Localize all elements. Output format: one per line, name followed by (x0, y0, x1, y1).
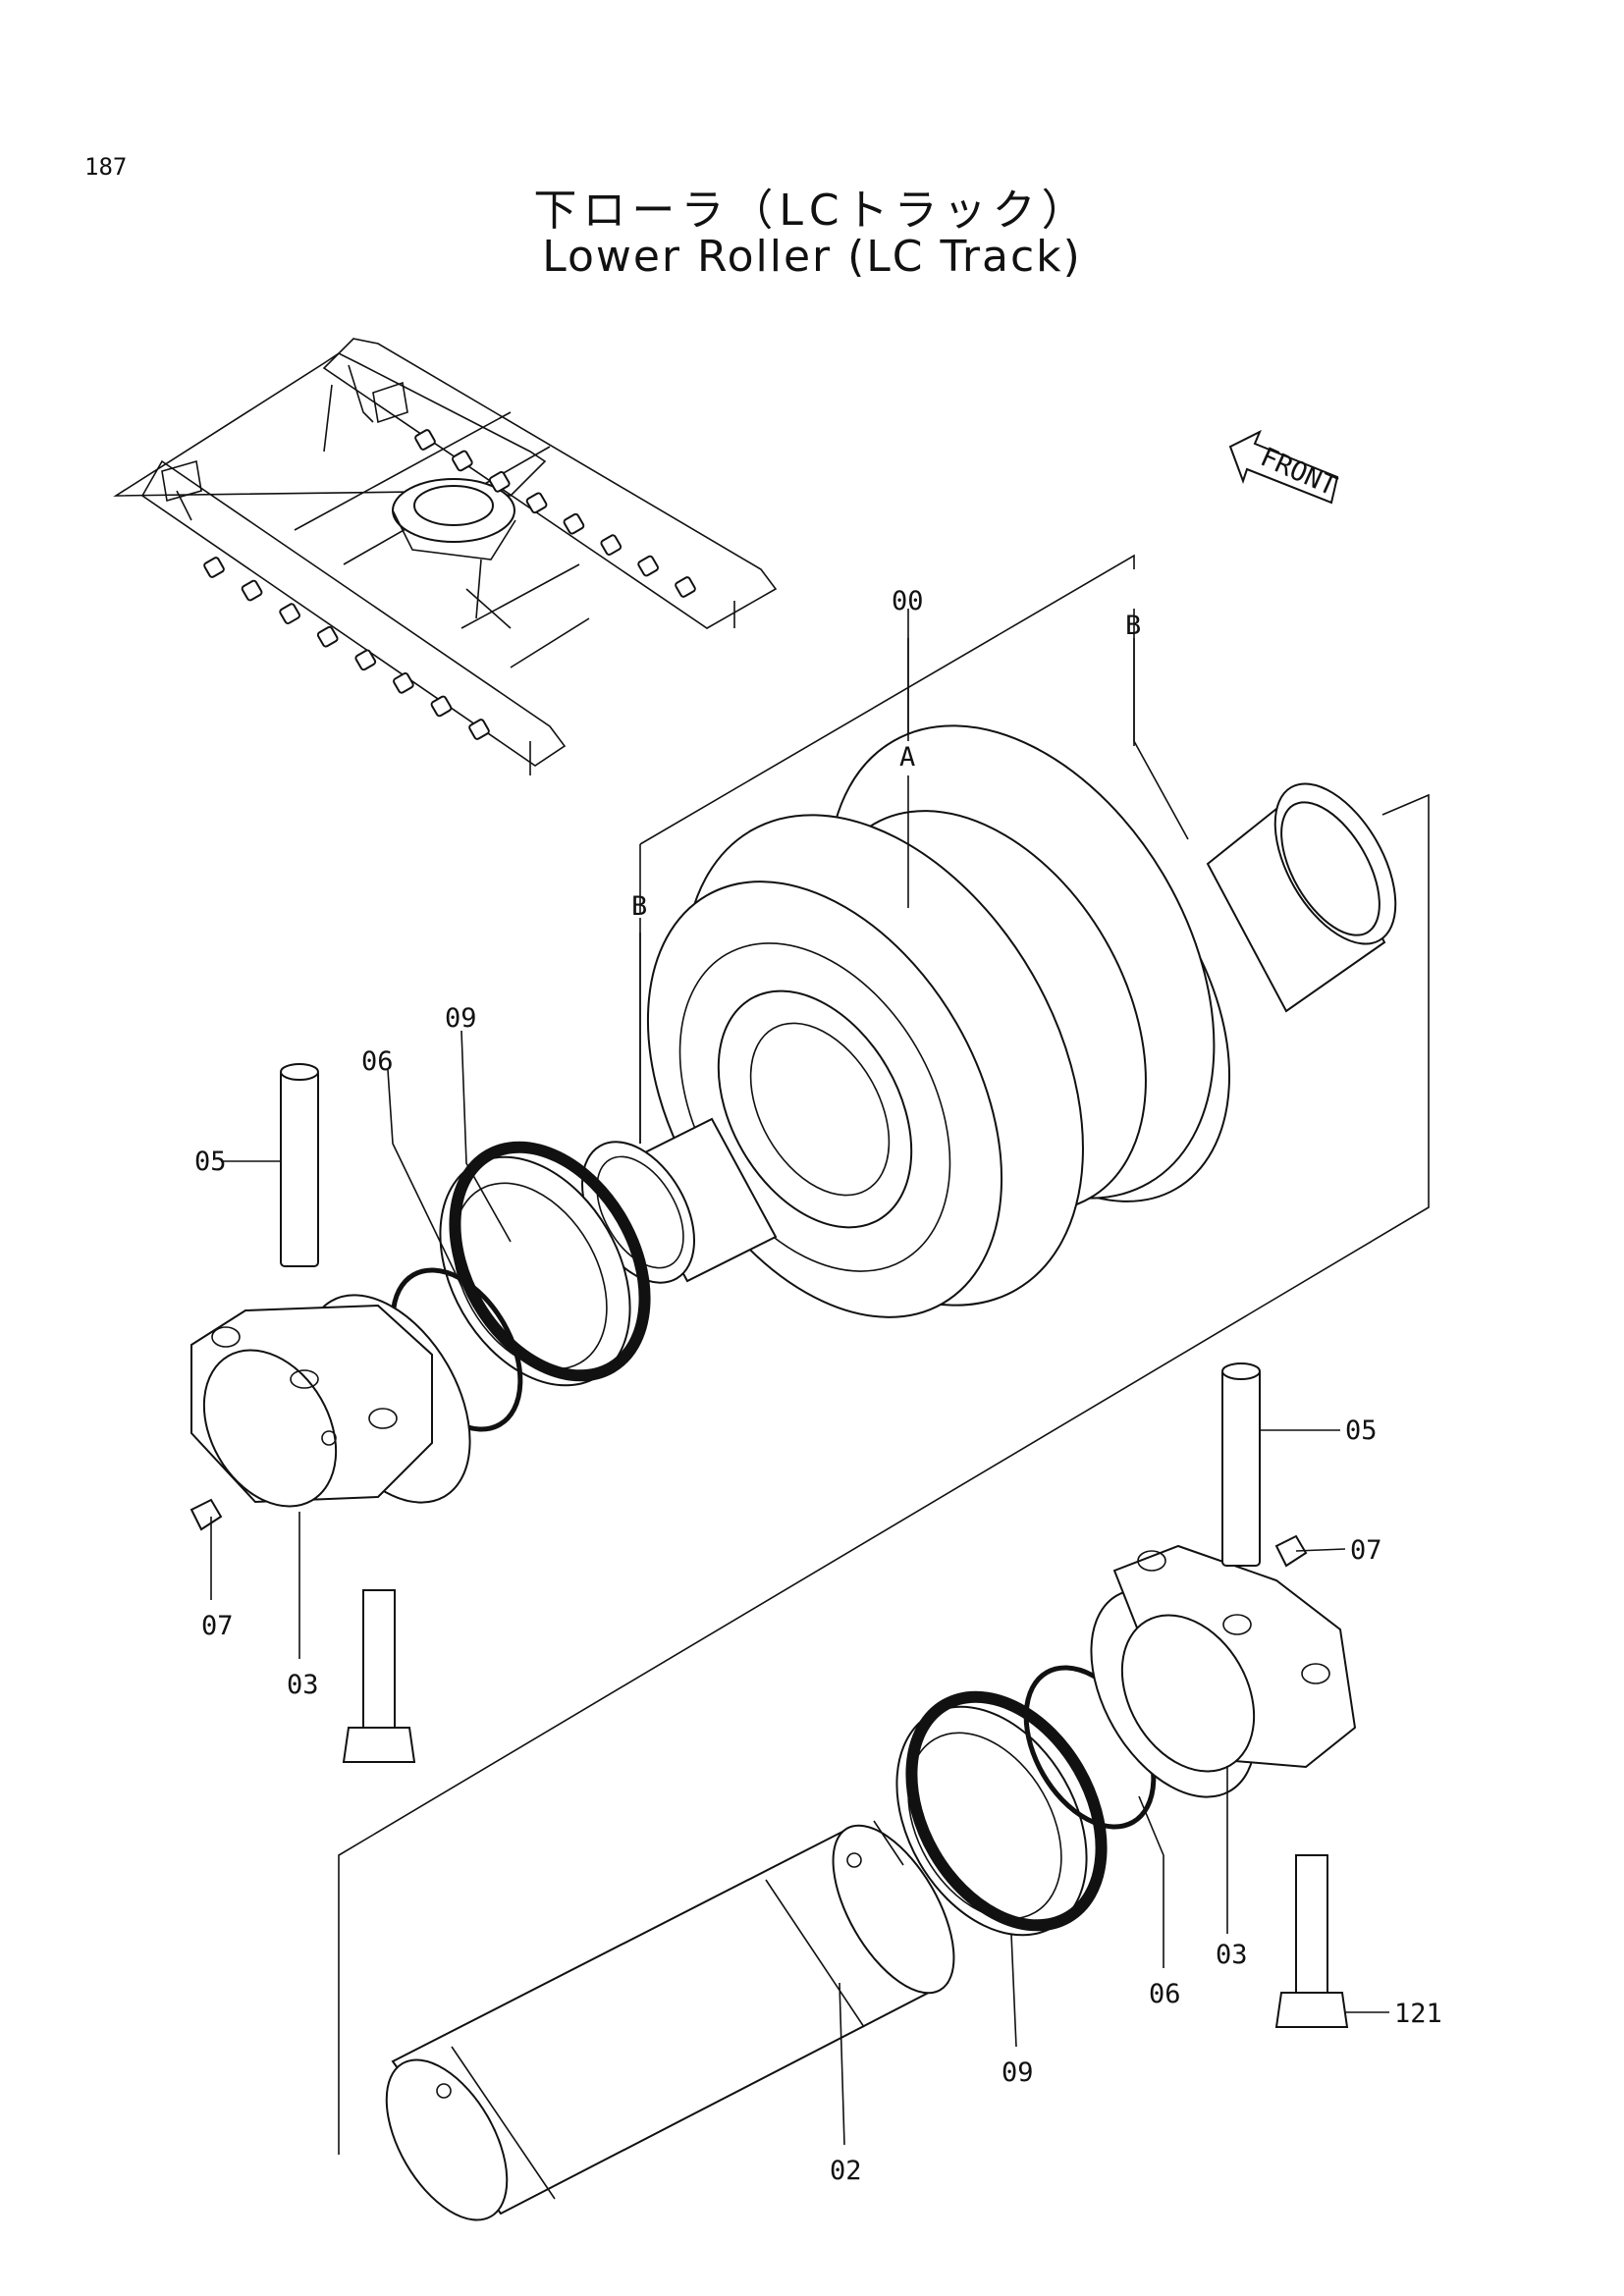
undercarriage-overview (113, 338, 778, 775)
track-bolt (430, 695, 453, 718)
roller-body (646, 724, 1231, 1318)
plug-right (1274, 1534, 1308, 1568)
track-bolt (241, 579, 263, 602)
front-direction-arrow: FRONT (1228, 429, 1341, 505)
callout-a: A (899, 742, 915, 773)
callout-00: 00 (892, 586, 924, 616)
track-bolt (563, 512, 585, 535)
bolt-right (1274, 1854, 1349, 2028)
bolt-left (342, 1589, 416, 1763)
track-bolt (675, 576, 696, 598)
callout-06-left: 06 (361, 1046, 394, 1077)
title-japanese: 下ローラ（LCトラック） (533, 186, 1091, 236)
page-number: 187 (84, 153, 128, 181)
leader-lines (210, 609, 1389, 2146)
collar-right (1090, 1544, 1357, 1798)
callout-06-right: 06 (1149, 1979, 1181, 2009)
track-bolt (414, 429, 436, 451)
pin-right (1221, 1362, 1261, 1567)
track-bolt (316, 625, 339, 648)
callout-09-right: 09 (1001, 2057, 1034, 2088)
track-bolt (393, 672, 414, 694)
track-bolt (452, 450, 473, 472)
shaft (385, 1820, 955, 2221)
track-bolt (468, 719, 490, 740)
callout-05-left: 05 (194, 1147, 227, 1177)
collar-left (190, 1294, 471, 1508)
callout-03-right: 03 (1216, 1940, 1248, 1970)
track-bolt (600, 534, 623, 556)
callout-labels: 00 A B B 09 06 05 07 03 05 07 03 06 121 … (194, 586, 1442, 2186)
front-label: FRONT (1256, 442, 1341, 502)
track-bolt (525, 492, 548, 514)
callout-121: 121 (1394, 1999, 1442, 2029)
callout-09-left: 09 (445, 1003, 477, 1034)
track-bolt (203, 557, 225, 578)
track-bolts (203, 429, 696, 740)
callout-07-right: 07 (1350, 1535, 1382, 1566)
callout-07-left: 07 (201, 1611, 234, 1641)
callout-b-right: B (1125, 611, 1141, 641)
bushing-right (1206, 782, 1397, 1013)
track-bolt (354, 649, 377, 671)
pin-left (280, 1063, 319, 1267)
seal-left (439, 1141, 651, 1387)
callout-b-left: B (631, 891, 647, 922)
plug-left (189, 1498, 223, 1531)
track-bolt (279, 603, 300, 624)
callout-03-left: 03 (287, 1670, 319, 1700)
callout-05-right: 05 (1345, 1415, 1378, 1446)
callout-02: 02 (830, 2156, 862, 2186)
title-english: Lower Roller (LC Track) (542, 232, 1082, 282)
track-bolt (488, 471, 511, 493)
track-bolt (637, 555, 659, 577)
